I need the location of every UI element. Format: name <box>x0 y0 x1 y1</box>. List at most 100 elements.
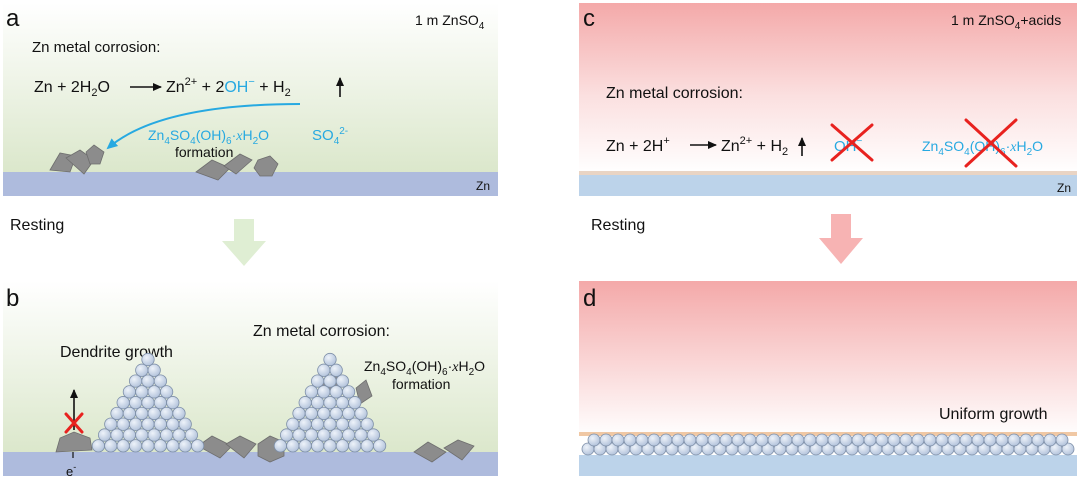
zn-sphere <box>184 428 198 442</box>
zn-sphere <box>298 439 312 453</box>
zn-sphere <box>292 406 306 421</box>
panel-c-hydroxide-cross <box>830 123 874 162</box>
panel-b-zn-substrate <box>3 452 498 476</box>
zn-sphere <box>923 433 937 447</box>
zn-sphere <box>141 352 155 367</box>
zn-sphere <box>1007 433 1021 447</box>
panel-d-zn-substrate <box>579 455 1077 476</box>
panel-c-equation-left: Zn + 2H+ <box>606 135 670 155</box>
zn-sphere <box>317 406 331 421</box>
zn-sphere <box>335 396 349 410</box>
zn-sphere <box>122 385 136 399</box>
zn-sphere <box>323 352 337 367</box>
panel-b-dendrite-label: Dendrite growth <box>60 344 173 361</box>
corrosion-flake <box>253 155 279 177</box>
zn-sphere <box>147 428 161 442</box>
zn-sphere <box>116 439 130 453</box>
zn-sphere <box>110 406 124 421</box>
zn-sphere <box>839 433 853 447</box>
zn-sphere <box>292 428 306 442</box>
zn-sphere <box>354 428 368 442</box>
zn-sphere <box>695 433 709 447</box>
panel-b-electrolyte <box>3 281 498 453</box>
zn-sphere <box>116 396 130 410</box>
zn-sphere <box>599 433 613 447</box>
zn-sphere <box>317 428 331 442</box>
zn-sphere <box>279 428 294 442</box>
zn-sphere <box>863 433 877 447</box>
zn-sphere <box>286 439 300 453</box>
zn-sphere <box>129 417 143 431</box>
zn-sphere <box>971 433 985 447</box>
zn-sphere <box>323 396 337 410</box>
zn-sphere <box>341 406 356 421</box>
zn-sphere <box>899 433 913 447</box>
zn-sphere <box>304 406 318 421</box>
resting-arrow-left <box>222 219 266 266</box>
zn-sphere <box>360 439 374 453</box>
zn-sphere <box>329 385 343 399</box>
zn-sphere <box>671 433 685 447</box>
zn-sphere <box>911 433 925 447</box>
dendrite-pyramid-right <box>273 352 387 453</box>
zn-sphere <box>135 406 149 421</box>
zn-sphere <box>348 439 362 453</box>
zn-sphere <box>166 439 180 453</box>
zn-sphere <box>153 417 167 431</box>
zn-sphere <box>141 417 155 431</box>
panel-a-migration-arrow <box>106 103 301 150</box>
zn-sphere <box>875 433 889 447</box>
panel-d-interface-layer <box>579 432 1077 436</box>
zn-sphere <box>310 417 325 431</box>
zn-sphere <box>135 385 149 399</box>
panel-c-electrolyte-label: 1 m ZnSO4+acids <box>951 12 1061 32</box>
zn-sphere <box>947 433 961 447</box>
zn-sphere <box>166 396 180 410</box>
panel-c-product-cross <box>964 118 1018 168</box>
zn-sphere <box>141 439 155 453</box>
zn-sphere <box>178 417 192 431</box>
zn-sphere <box>110 428 124 442</box>
zn-sphere <box>366 428 380 442</box>
zn-sphere <box>129 396 143 410</box>
zn-sphere <box>298 396 312 410</box>
zn-sphere <box>707 433 721 447</box>
panel-b-title: Zn metal corrosion: <box>253 323 390 340</box>
zn-sphere <box>122 406 136 421</box>
zn-sphere <box>135 363 149 377</box>
corrosion-flake <box>55 431 93 453</box>
zn-sphere <box>827 433 841 447</box>
panel-a-product-formula: Zn4SO4(OH)6·xH2O <box>148 127 269 147</box>
zn-sphere <box>851 433 865 447</box>
zn-sphere <box>104 439 118 453</box>
zn-sphere <box>153 396 167 410</box>
panel-c-title: Zn metal corrosion: <box>606 85 743 102</box>
panel-a-title: Zn metal corrosion: <box>32 39 160 56</box>
zn-sphere <box>767 433 781 447</box>
zn-sphere <box>147 406 161 421</box>
dendrite-pyramid-left <box>91 352 205 453</box>
zn-sphere <box>129 374 143 388</box>
zn-sphere <box>172 406 186 421</box>
zn-sphere <box>1055 433 1069 447</box>
panel-a-formation: formation <box>175 144 233 160</box>
zn-sphere <box>310 396 325 410</box>
zn-sphere <box>160 428 174 442</box>
zn-sphere <box>372 439 387 453</box>
zn-sphere <box>160 385 174 399</box>
panel-d-letter: d <box>583 285 596 312</box>
zn-sphere <box>91 439 106 453</box>
panel-a-sulfate-ion: SO42- <box>312 126 348 147</box>
zn-sphere <box>273 439 287 453</box>
zn-sphere <box>298 417 312 431</box>
panel-a-zn-label: Zn <box>476 179 490 193</box>
panel-a: a 1 m ZnSO4 Zn metal corrosion: Zn + 2H2… <box>3 3 498 196</box>
panel-c-zn-substrate <box>579 175 1077 196</box>
zn-sphere <box>129 439 143 453</box>
zn-sphere <box>141 396 155 410</box>
panel-b-blocked-cross <box>64 412 84 434</box>
zn-sphere <box>335 417 349 431</box>
panel-b-letter: b <box>6 285 19 312</box>
panel-c-letter: c <box>583 5 595 32</box>
